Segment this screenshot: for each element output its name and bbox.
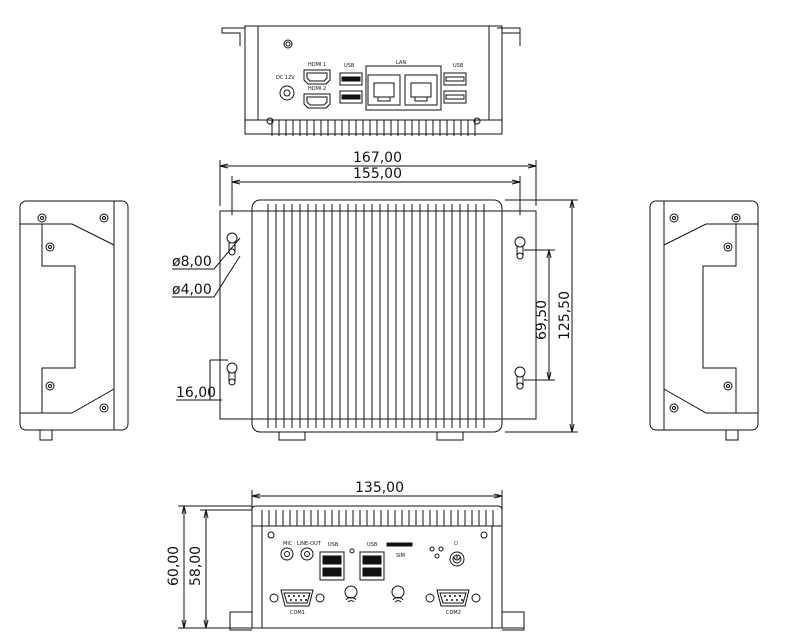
heatsink-fins — [267, 204, 485, 428]
dc-label: DC 12V — [276, 75, 295, 81]
mounting-slot — [226, 232, 526, 390]
line-out-label: LINE-OUT — [297, 541, 322, 547]
dim-hole-4: ø4,00 — [172, 282, 212, 298]
hdmi-2-port — [303, 93, 331, 109]
usb-1-label: USB — [328, 542, 339, 548]
dim-125: 125,50 — [557, 291, 573, 340]
usb-left-label: USB — [344, 63, 355, 69]
lan-label: LAN — [396, 60, 406, 66]
right-side-view — [649, 200, 759, 441]
usb-port — [339, 90, 363, 104]
hdmi-2-label: HDMI 2 — [308, 86, 326, 92]
wifi-icon — [345, 596, 357, 603]
dim-135: 135,00 — [355, 480, 404, 496]
usb-port — [322, 555, 342, 565]
sim-label: SIM — [396, 553, 405, 559]
mic-label: MIC — [283, 541, 293, 547]
dim-69: 69,50 — [534, 300, 550, 340]
com2-port — [425, 589, 481, 607]
rear-panel-view: DC 12V HDMI 1 HDMI 2 USB LAN — [221, 25, 521, 136]
hdmi-1-port — [303, 69, 331, 85]
wifi-icon — [392, 596, 404, 603]
lan-port-1 — [367, 74, 401, 106]
usb-port — [362, 567, 382, 577]
usb-port — [443, 72, 467, 86]
rear-fins — [271, 120, 476, 136]
dim-hole-8: ø8,00 — [172, 254, 212, 270]
dim-155: 155,00 — [353, 166, 402, 182]
lan-port-2 — [404, 74, 438, 106]
com1-port — [269, 589, 325, 607]
svg-text:⏻: ⏻ — [454, 541, 458, 547]
usb-right-label: USB — [453, 63, 464, 69]
antenna-connector — [344, 585, 358, 599]
dim-167: 167,00 — [353, 150, 402, 166]
usb-port — [362, 555, 382, 565]
dim-60: 60,00 — [166, 546, 182, 586]
dim-16: 16,00 — [176, 385, 216, 401]
usb-port — [339, 72, 363, 86]
front-panel-view: 135,00 MIC LINE-OUT USB USB SIM — [166, 480, 525, 631]
usb-2-label: USB — [367, 542, 378, 548]
com2-label: COM2 — [446, 610, 461, 616]
com1-label: COM1 — [290, 610, 305, 616]
usb-port — [443, 90, 467, 104]
sim-slot — [386, 542, 413, 547]
main-top-view: 167,00 155,00 ø8,00 ø4,00 16,00 — [172, 150, 578, 441]
front-fins — [261, 510, 494, 526]
power-button[interactable] — [449, 551, 465, 567]
usb-port — [322, 567, 342, 577]
antenna-connector — [391, 585, 405, 599]
dim-58: 58,00 — [188, 546, 204, 586]
left-side-view — [19, 200, 129, 441]
hdmi-1-label: HDMI 1 — [308, 62, 326, 68]
